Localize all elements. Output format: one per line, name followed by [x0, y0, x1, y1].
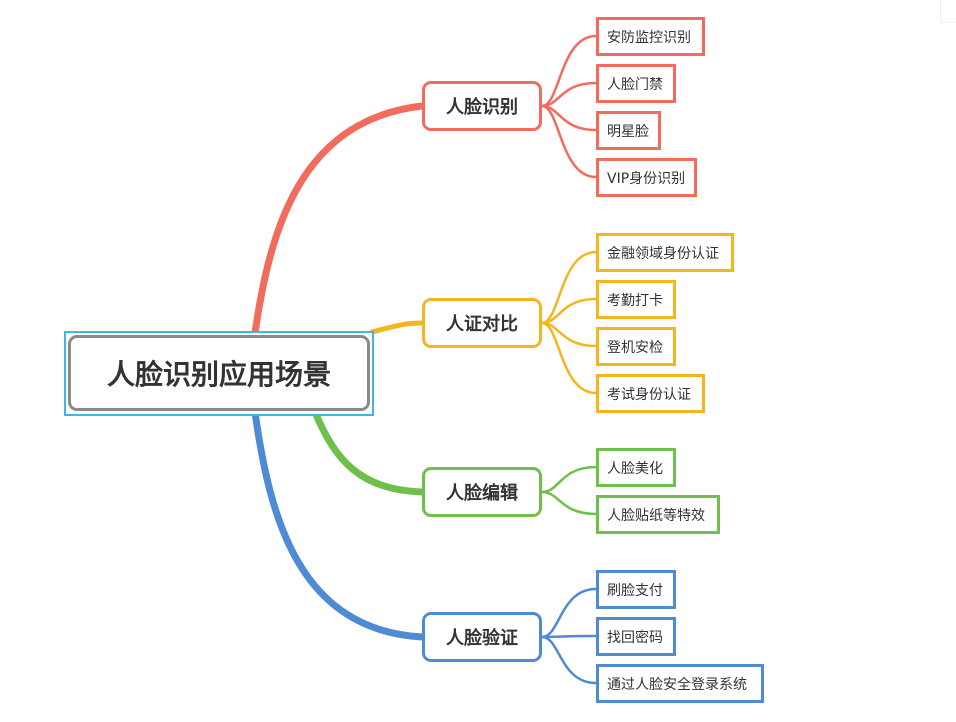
- leaf-password-recovery[interactable]: 找回密码: [596, 617, 676, 656]
- leaf-finance-identity[interactable]: 金融领域身份认证: [596, 233, 734, 272]
- connector-branch-2-leaf-2: [540, 297, 598, 325]
- leaf-vip-identification[interactable]: VIP身份识别: [596, 158, 697, 197]
- leaf-celebrity-face[interactable]: 明星脸: [596, 111, 661, 150]
- leaf-face-stickers[interactable]: 人脸贴纸等特效: [596, 495, 720, 534]
- connector-branch-4-leaf-1: [540, 587, 598, 639]
- leaf-attendance[interactable]: 考勤打卡: [596, 280, 676, 319]
- connector-branch-3-leaf-2: [540, 490, 598, 516]
- connector-branch-1-leaf-3: [540, 104, 598, 132]
- connector-branch-4-leaf-2: [540, 634, 598, 639]
- connector-branch-2-leaf-4: [540, 321, 598, 395]
- connector-branch-1-leaf-4: [540, 104, 598, 179]
- connector-branch-1-leaf-2: [540, 81, 598, 108]
- leaf-secure-login[interactable]: 通过人脸安全登录系统: [596, 664, 764, 703]
- branch-face-verification[interactable]: 人脸验证: [422, 612, 542, 662]
- branch-face-editing[interactable]: 人脸编辑: [422, 467, 542, 517]
- root-topic[interactable]: 人脸识别应用场景: [68, 335, 370, 411]
- branch-id-comparison[interactable]: 人证对比: [422, 298, 542, 348]
- connector-root-branch-2: [369, 320, 425, 335]
- connector-branch-2-leaf-3: [540, 321, 598, 348]
- leaf-exam-identity[interactable]: 考试身份认证: [596, 374, 705, 413]
- connector-root-branch-1: [251, 102, 426, 337]
- connector-root-branch-4: [251, 408, 426, 641]
- leaf-face-beautify[interactable]: 人脸美化: [596, 448, 676, 487]
- connector-branch-4-leaf-3: [540, 635, 598, 685]
- leaf-security-monitoring[interactable]: 安防监控识别: [596, 17, 705, 56]
- window-corner: [940, 0, 956, 23]
- leaf-face-payment[interactable]: 刷脸支付: [596, 570, 676, 609]
- connector-root-branch-3: [311, 408, 426, 496]
- connector-branch-2-leaf-1: [540, 250, 598, 325]
- branch-face-recognition[interactable]: 人脸识别: [422, 81, 542, 131]
- connector-branch-3-leaf-1: [540, 465, 598, 494]
- leaf-face-access-control[interactable]: 人脸门禁: [596, 64, 676, 103]
- connector-branch-1-leaf-1: [540, 34, 598, 108]
- leaf-boarding-security[interactable]: 登机安检: [596, 327, 676, 366]
